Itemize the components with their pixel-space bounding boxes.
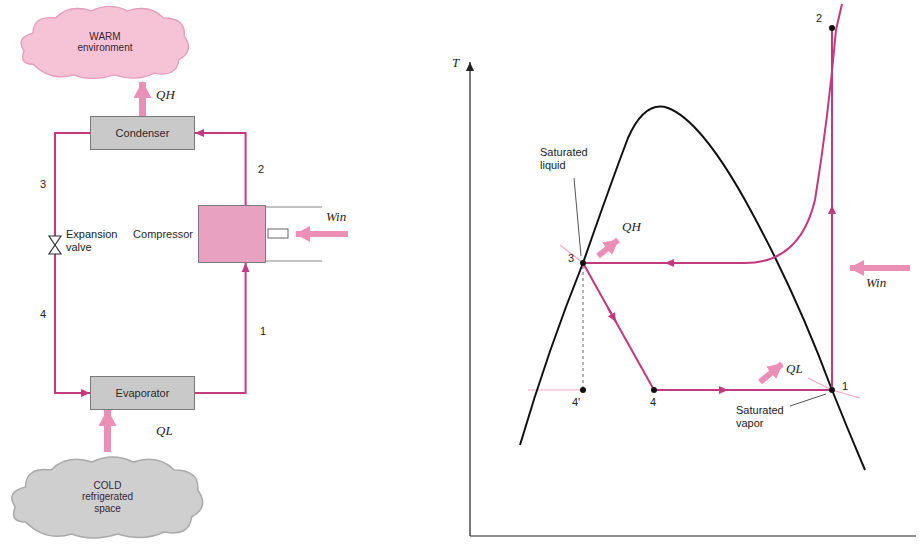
refrigerant-line (55, 133, 90, 393)
warm-cloud: WARM environment (15, 2, 195, 82)
axes (470, 62, 916, 536)
state-number: 1 (842, 380, 848, 393)
energy-symbol: QH (622, 220, 641, 235)
node-label: Compressor (133, 228, 193, 241)
annotation: Saturated liquid (540, 146, 606, 171)
state-number: 4 (650, 396, 656, 409)
expansion-valve-symbol (49, 236, 61, 254)
state-number: 2 (816, 12, 822, 25)
energy-symbol: QL (156, 424, 173, 439)
saturation-dome (520, 107, 865, 470)
node-label: COLD refrigerated space (69, 480, 147, 515)
energy-symbol: Win (866, 276, 886, 291)
pressure-lines (528, 245, 860, 398)
heat-flow-arrow (139, 82, 146, 116)
compressor-box: Compressor (198, 205, 266, 263)
node-label: Condenser (112, 127, 174, 140)
heat-flow-arrow (104, 410, 111, 452)
state-number: 2 (258, 163, 264, 176)
state-number: 3 (568, 252, 574, 265)
dashed-guide (583, 266, 584, 388)
energy-symbol: Win (326, 210, 346, 225)
annotation: Saturated vapor (736, 404, 792, 429)
energy-symbol: T (452, 56, 459, 71)
state-number: 1 (260, 325, 266, 338)
work-arrow (296, 231, 348, 237)
annotation: Expansion valve (66, 228, 122, 253)
node-label: WARM environment (66, 31, 144, 54)
state-number: 4' (572, 396, 580, 409)
evaporator-box: Evaporator (90, 376, 195, 410)
cycle-path (583, 4, 842, 390)
cold-cloud: COLD refrigerated space (5, 452, 210, 542)
refrigerant-line (195, 263, 246, 393)
node-label: Evaporator (112, 387, 174, 400)
leader-lines (574, 178, 826, 406)
state-points (580, 25, 835, 393)
condenser-box: Condenser (90, 116, 195, 150)
heat-arrows (598, 240, 910, 382)
refrigerant-line (195, 133, 246, 205)
state-number: 4 (40, 308, 46, 321)
energy-symbol: QL (786, 362, 803, 377)
energy-symbol: QH (156, 88, 175, 103)
state-number: 3 (40, 178, 46, 191)
